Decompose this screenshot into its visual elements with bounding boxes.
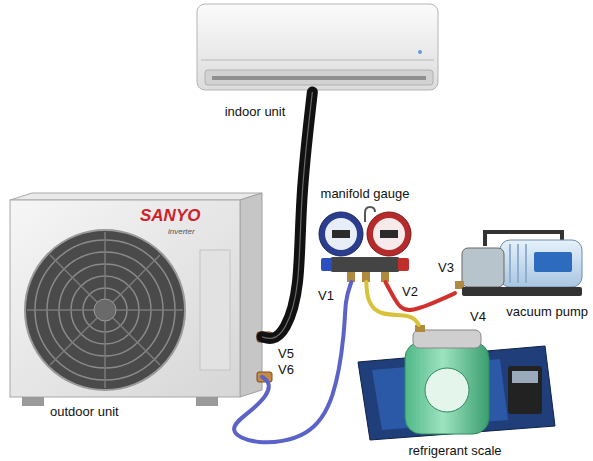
refrigerant-scale: refrigerant scale — [355, 325, 555, 440]
indoor-unit-figure — [197, 4, 438, 90]
refrigerant-pipe — [262, 92, 312, 338]
manifold-gauge: manifold gauge — [318, 205, 412, 282]
tank-collar — [413, 330, 481, 348]
valve-label: V1 — [318, 288, 334, 303]
low-side-hose — [234, 282, 351, 442]
low-gauge-face — [325, 218, 357, 250]
scale-screen — [512, 371, 538, 383]
outdoor-unit-figure — [10, 193, 272, 406]
low-knob — [321, 258, 332, 271]
panel-seam — [201, 59, 434, 61]
indoor-unit: indoor unit — [195, 2, 440, 92]
indoor-housing — [197, 4, 438, 90]
fan-grill — [25, 230, 185, 390]
device-label: refrigerant scale — [408, 443, 501, 458]
valve-label: V3 — [438, 260, 454, 275]
status-lamp — [418, 50, 422, 54]
unit-foot — [196, 397, 218, 406]
charging-hose — [366, 282, 419, 325]
outdoor-side — [240, 193, 262, 397]
model-badge: inverter — [168, 227, 195, 237]
refrigerant-scale-figure — [358, 325, 555, 440]
pump-base — [462, 287, 582, 296]
valve-label: V2 — [402, 284, 418, 299]
valve-label: V5 — [278, 346, 294, 361]
pump-motor — [500, 240, 582, 287]
brand-logo: SANYO — [140, 206, 200, 225]
scale-keypad — [508, 366, 542, 414]
side-panel — [200, 250, 230, 370]
vacuum-pump: vacuum pump — [455, 228, 588, 298]
outdoor-front — [10, 200, 240, 397]
outdoor-top — [10, 193, 262, 200]
tank-decal — [425, 368, 469, 412]
grill-spokes — [27, 232, 183, 388]
motor-fins — [510, 244, 526, 283]
high-knob — [398, 258, 409, 271]
gauge-display — [380, 230, 398, 238]
valve-label: V4 — [470, 309, 486, 324]
pump-head — [462, 248, 504, 287]
pump-sticker — [534, 252, 572, 272]
device-label: indoor unit — [225, 104, 286, 119]
vacuum-pump-figure — [455, 232, 582, 296]
pipe-seam — [262, 92, 312, 338]
air-louver — [205, 70, 433, 85]
air-outlet — [212, 76, 426, 80]
charging-hose — [366, 282, 419, 325]
refrigerant-tank — [405, 342, 489, 434]
high-gauge — [367, 212, 411, 256]
unit-foot — [22, 397, 44, 406]
gauge-display — [332, 230, 350, 238]
fan-hub — [94, 299, 116, 321]
refrigerant-pipe — [262, 92, 312, 338]
low-gauge — [319, 212, 363, 256]
outdoor-unit: outdoor unit — [10, 193, 262, 400]
high-gauge-face — [373, 218, 405, 250]
vacuum-hose — [385, 282, 455, 310]
device-label: manifold gauge — [321, 186, 410, 201]
device-label: vacuum pump — [506, 304, 588, 319]
manifold-body — [330, 257, 400, 272]
valve-label: V6 — [278, 362, 294, 377]
device-label: outdoor unit — [50, 404, 119, 419]
manifold-gauge-figure — [319, 207, 411, 282]
low-side-hose — [234, 282, 351, 442]
vacuum-hose — [385, 282, 455, 310]
